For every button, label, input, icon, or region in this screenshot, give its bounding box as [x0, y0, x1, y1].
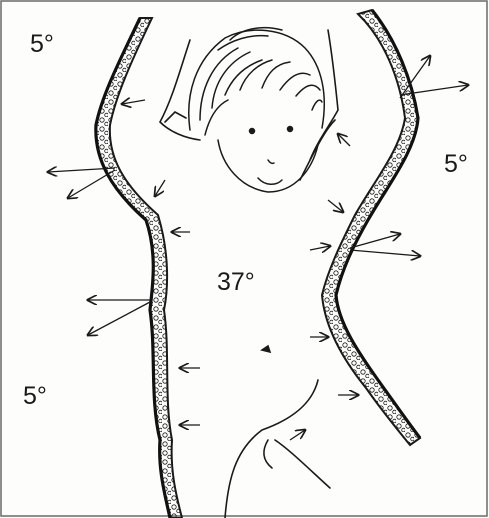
temp-label-outside-top-left: 5° — [30, 30, 54, 59]
temp-label-outside-right: 5° — [444, 150, 468, 179]
child-head — [189, 28, 324, 192]
temp-label-outside-bottom-left: 5° — [23, 382, 47, 411]
right-insulation-layer — [322, 10, 420, 445]
temp-label-body: 37° — [217, 268, 255, 297]
left-insulation-layer — [96, 18, 182, 518]
